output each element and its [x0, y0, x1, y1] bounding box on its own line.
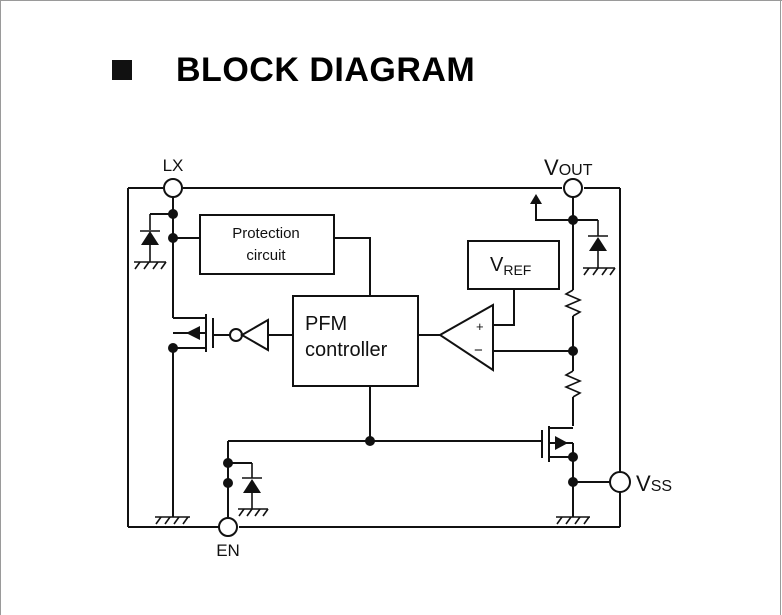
shutdown-transistor — [541, 426, 610, 517]
main-switch-transistor — [168, 314, 214, 517]
package-outline — [127, 187, 621, 528]
svg-text:VOUT: VOUT — [544, 155, 593, 180]
lx-diode — [140, 214, 160, 262]
page-title: BLOCK DIAGRAM — [176, 50, 476, 89]
pin-vout-subscript: OUT — [559, 162, 593, 179]
resistor-upper — [563, 289, 583, 371]
pfm-controller-block: PFM controller — [292, 295, 419, 387]
pin-vout: VOUT — [544, 155, 593, 198]
ground-icon — [238, 508, 269, 517]
protection-to-pfm-wire — [334, 237, 371, 296]
ground-icon — [556, 516, 590, 525]
square-bullet-icon — [112, 60, 132, 80]
protection-label-line1: Protection — [232, 225, 300, 242]
frame-right-edge — [780, 0, 781, 615]
inverter-driver — [213, 318, 293, 352]
ground-icon — [134, 261, 167, 270]
svg-text:VSS: VSS — [636, 471, 672, 496]
opamp-plus-label: + — [476, 319, 484, 334]
vref-block: VREF — [467, 240, 560, 326]
vref-subscript: REF — [503, 262, 531, 278]
svg-text:VREF: VREF — [490, 254, 531, 278]
ground-icon — [155, 516, 190, 525]
vout-diode — [588, 220, 608, 268]
lx-node — [150, 197, 200, 318]
feedback-node — [568, 346, 578, 356]
pin-lx: LX — [163, 156, 184, 198]
vout-node — [530, 194, 598, 290]
pin-en-label: EN — [216, 541, 240, 560]
pfm-label-line2: controller — [305, 339, 388, 361]
ground-icon — [583, 267, 616, 276]
pin-vss-subscript: SS — [651, 478, 672, 495]
frame-left-edge — [0, 0, 1, 615]
pin-vout-label: V — [544, 155, 559, 180]
protection-label-line2: circuit — [246, 247, 286, 264]
frame-top-edge — [0, 0, 782, 1]
pfm-label-line1: PFM — [305, 313, 347, 335]
en-diode — [242, 463, 262, 509]
resistor-lower — [563, 370, 583, 426]
opamp-minus-label: − — [474, 342, 483, 359]
enable-line — [223, 386, 542, 518]
page-heading: BLOCK DIAGRAM — [112, 48, 475, 92]
pin-lx-label: LX — [163, 156, 184, 175]
pin-en: EN — [216, 517, 240, 560]
error-amplifier: + − — [418, 303, 494, 372]
vref-label: V — [490, 254, 504, 276]
pin-vss: VSS — [609, 471, 672, 496]
protection-circuit-block: Protection circuit — [199, 214, 335, 275]
pin-vss-label: V — [636, 471, 651, 496]
